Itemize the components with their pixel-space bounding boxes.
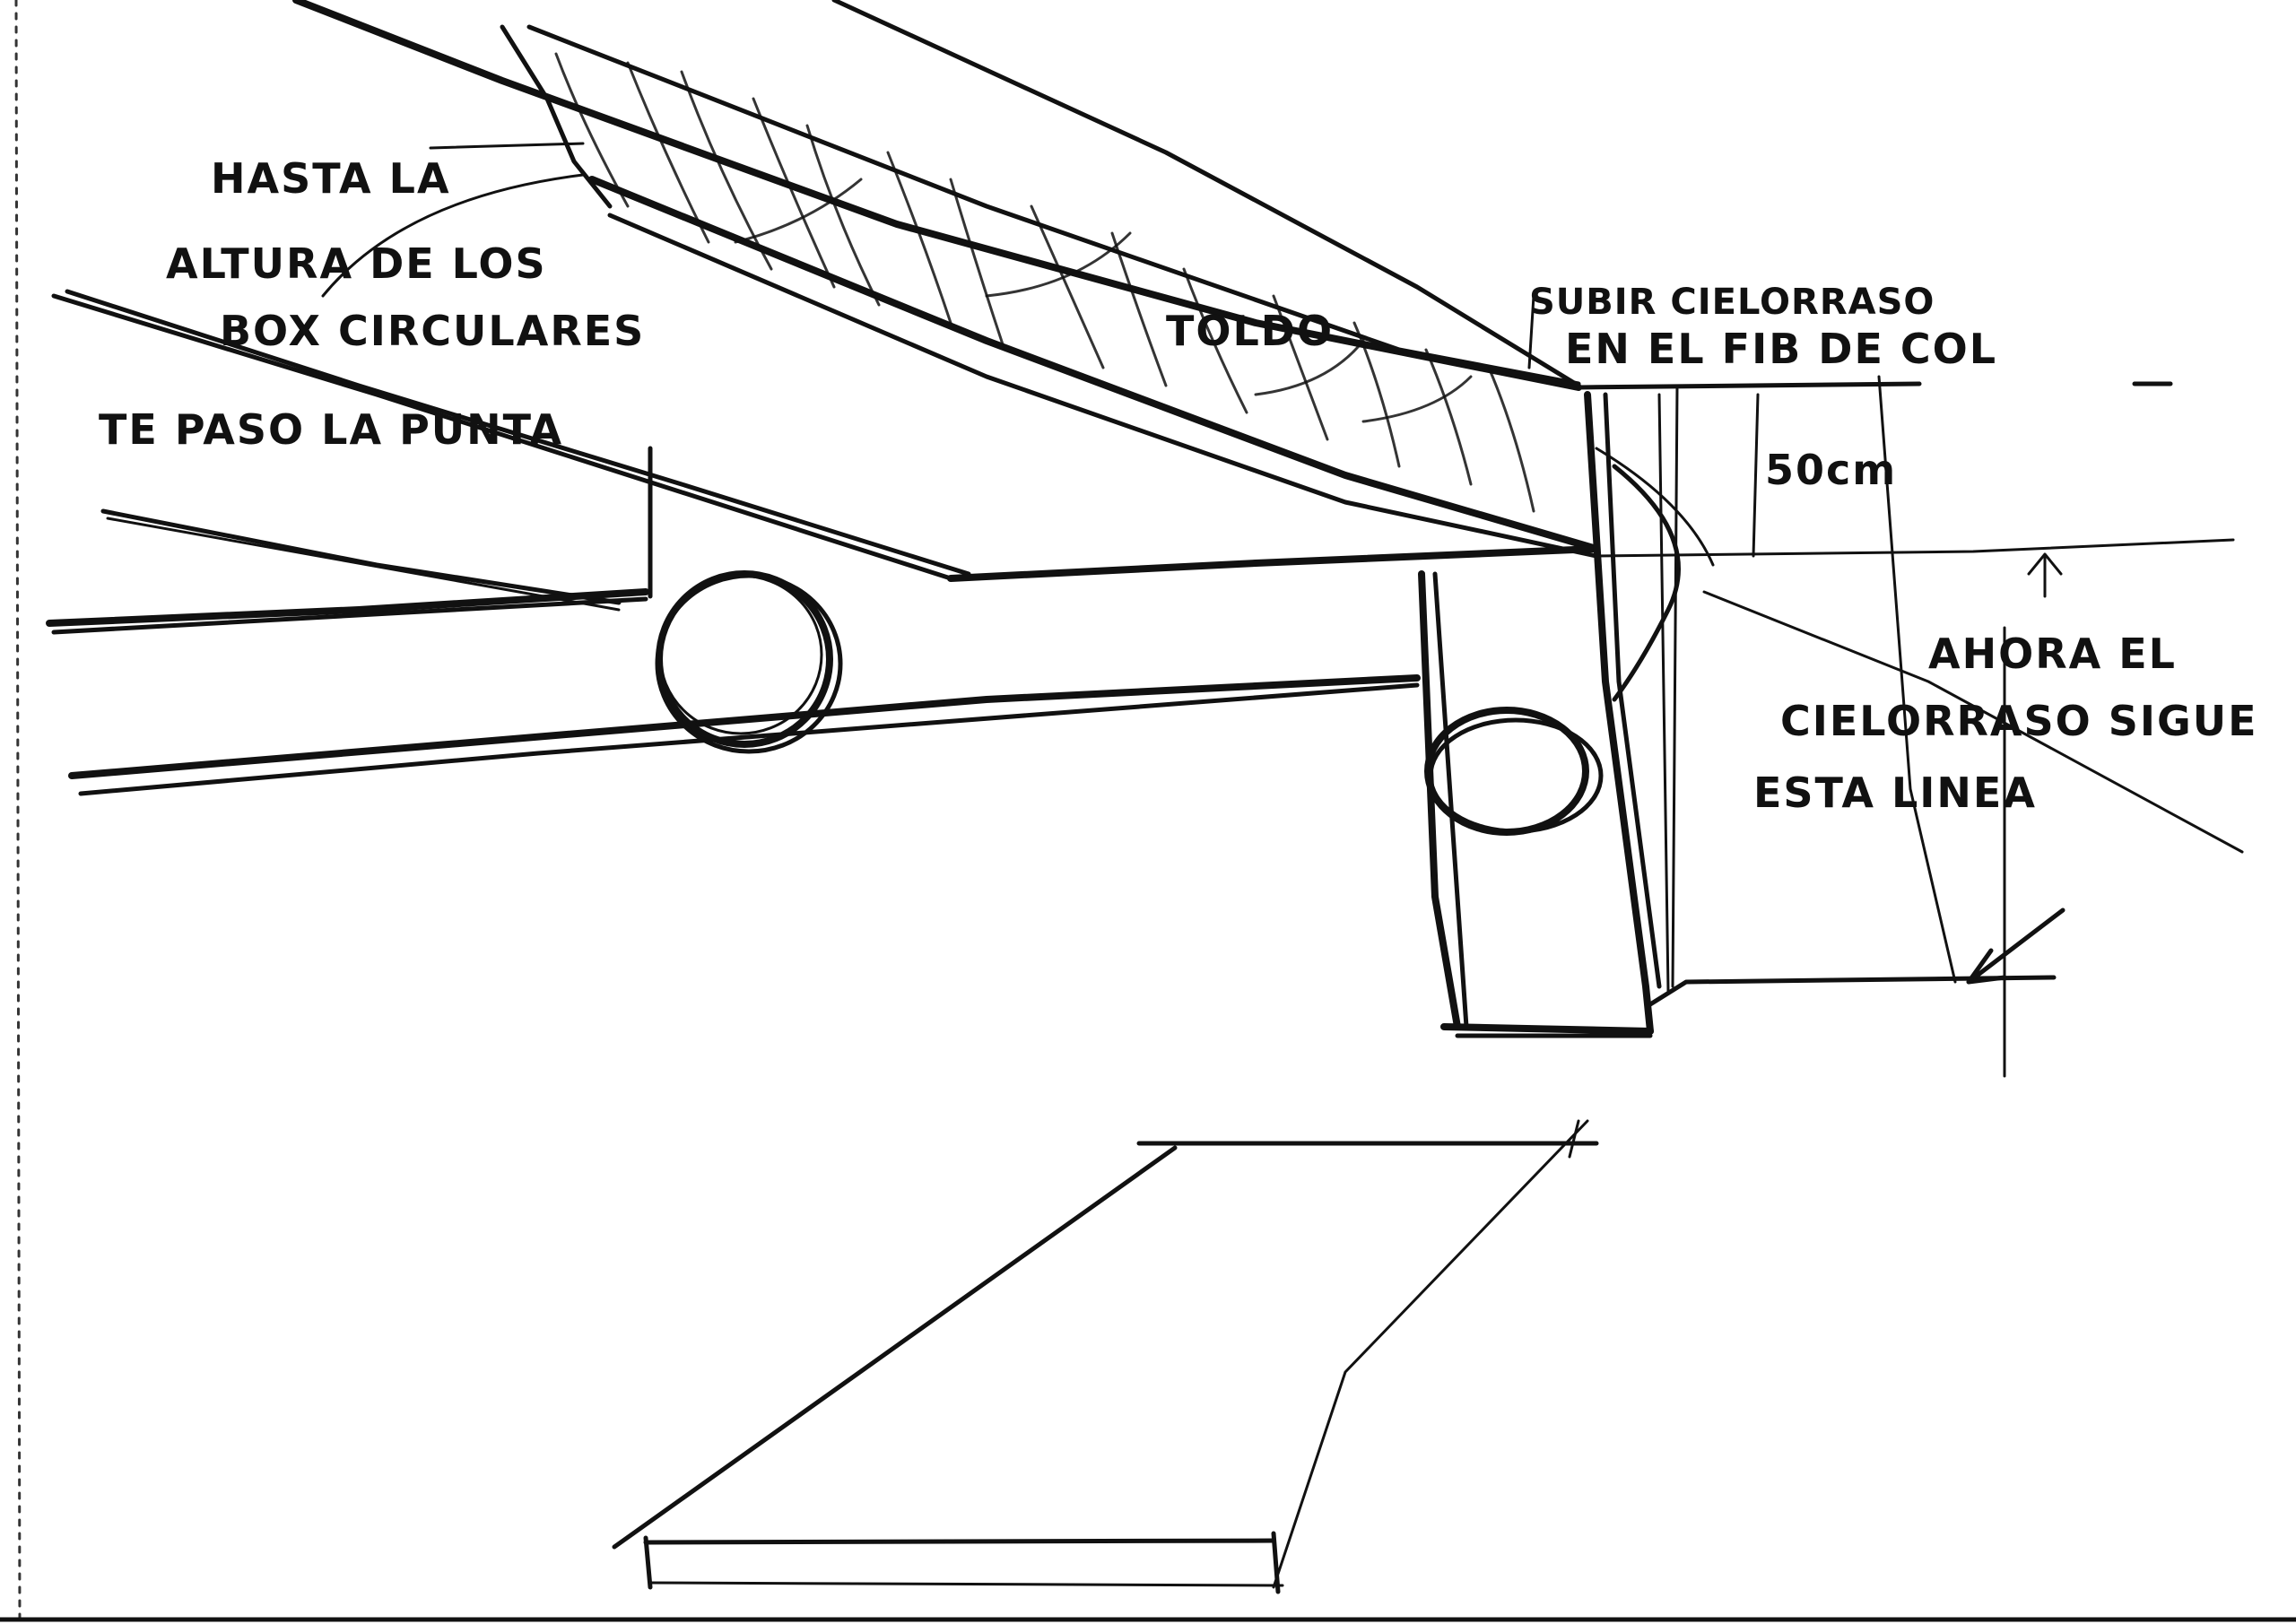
note-hasta-2: ALTURA DE LOS xyxy=(166,239,547,288)
upper-slope-line xyxy=(65,289,971,577)
dim-arrow-head xyxy=(2027,552,2063,576)
leader-hasta xyxy=(429,142,585,150)
leader-subir xyxy=(1527,294,1535,369)
gutter-curve xyxy=(1612,464,1681,702)
note-subir-1: SUBIR CIELORRASO xyxy=(1529,282,1935,323)
note-hasta-3: BOX CIRCULARES xyxy=(220,307,645,355)
awning-bottom-edge xyxy=(588,176,1600,552)
note-ahora-3: ESTA LINEA xyxy=(1753,769,2037,817)
note-hasta-1: HASTA LA xyxy=(211,154,451,203)
ceiling-level-line xyxy=(1595,538,2235,558)
beam-top-line xyxy=(947,545,1600,582)
pointer-arrow-head xyxy=(1966,948,2007,985)
upper-slope-line-2 xyxy=(51,293,953,581)
cylinder-bottom-line xyxy=(68,674,1421,779)
leader-altura xyxy=(321,173,585,298)
hatch-line-right xyxy=(1702,590,2244,854)
cylinder-bottom-line-2 xyxy=(78,682,1420,796)
paper-edge xyxy=(14,0,22,1624)
right-box-vert-2 xyxy=(1877,375,1957,984)
cylinder-top-line-2 xyxy=(106,517,621,612)
cylinder-mid-line-2 xyxy=(51,596,648,635)
awning-bottom-edge-2 xyxy=(607,213,1599,559)
floor-slab xyxy=(612,1119,1599,1594)
note-te-paso: TE PASO LA PUNTA xyxy=(99,405,563,454)
note-dimension: 50cm xyxy=(1765,446,1897,494)
cylinder-top-line xyxy=(100,508,622,605)
awning-left-cap xyxy=(500,24,613,209)
gutter-curve-2 xyxy=(1595,447,1715,567)
note-ahora-1: AHORA EL xyxy=(1928,630,2177,678)
note-subir-2: EN EL FIB DE COL xyxy=(1565,325,1997,373)
circular-box-left xyxy=(655,570,843,754)
pointer-arrow xyxy=(1966,908,2066,985)
note-ahora-2: CIELORRASO SIGUE xyxy=(1780,697,2258,745)
right-box-vert-1 xyxy=(1752,393,1760,558)
column-box xyxy=(1418,384,2057,1038)
note-toldo: TOLDO xyxy=(1166,307,1334,355)
awning-hatching xyxy=(554,52,1535,513)
right-box-top xyxy=(1576,381,1922,390)
cylinder-mid-line xyxy=(46,588,649,627)
awning-top-edge-2 xyxy=(526,24,1581,386)
awning-outer-line xyxy=(831,0,1581,388)
circular-box-right xyxy=(1424,707,1604,836)
